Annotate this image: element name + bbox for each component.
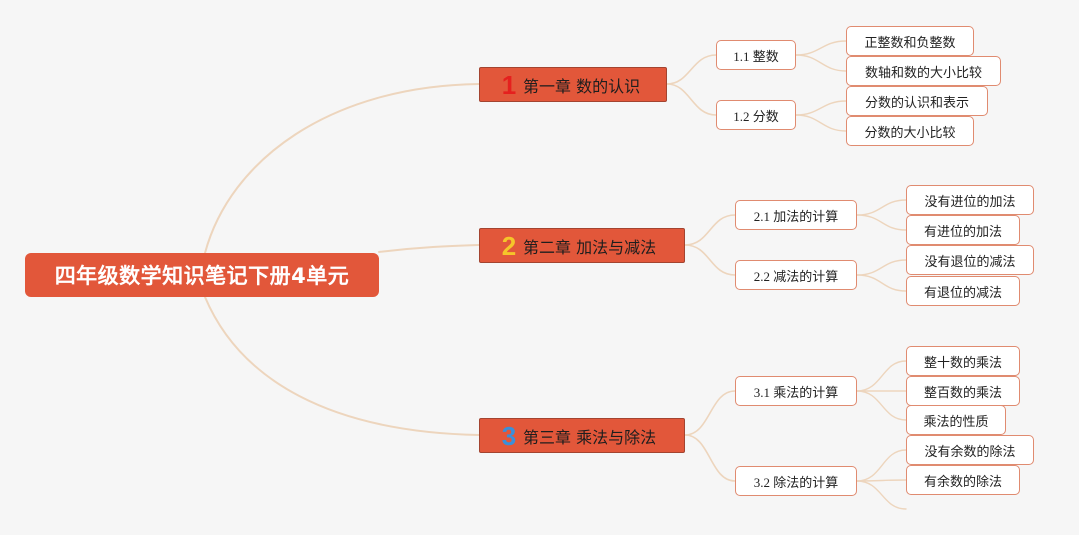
chapter-2-number: 2 [501, 230, 517, 261]
leaf-1-1-1-label: 正整数和负整数 [864, 35, 956, 51]
chapter-1-node[interactable]: 1 第一章 数的认识 [479, 67, 667, 102]
leaf-2-2-1-node[interactable]: 没有退位的减法 [906, 245, 1034, 275]
leaf-1-1-2-label: 数轴和数的大小比较 [864, 65, 982, 81]
chapter-1-to-section-1-2 [666, 83, 717, 116]
root-topic[interactable]: 四年级数学知识笔记下册4单元 [25, 253, 379, 297]
chapter-3-node[interactable]: 3 第三章 乘法与除法 [479, 418, 685, 453]
leaf-2-2-2-label: 有退位的减法 [923, 285, 1002, 301]
leaf-3-1-2-label: 整百数的乘法 [923, 385, 1002, 401]
leaf-1-2-1-label: 分数的认识和表示 [864, 95, 969, 111]
section-2-1-node[interactable]: 2.1 加法的计算 [735, 200, 857, 230]
section-1-1-to-leaf-2 [795, 54, 847, 72]
section-1-1-node[interactable]: 1.1 整数 [716, 40, 796, 70]
chapter-3-number: 3 [501, 420, 517, 451]
root-topic-label: 四年级数学知识笔记下册4单元 [54, 264, 350, 288]
leaf-2-2-1-label: 没有退位的减法 [924, 254, 1016, 270]
section-3-1-node[interactable]: 3.1 乘法的计算 [735, 376, 857, 406]
chapter-2-to-section-2-2 [684, 244, 736, 276]
leaf-1-2-2-node[interactable]: 分数的大小比较 [846, 116, 974, 146]
leaf-1-2-2-label: 分数的大小比较 [864, 125, 956, 141]
root-to-chapter-3 [204, 296, 480, 436]
chapter-1-label: 第一章 数的认识 [523, 76, 641, 96]
section-3-2-to-tail [856, 480, 907, 510]
leaf-2-1-1-node[interactable]: 没有进位的加法 [906, 185, 1034, 215]
chapter-1-to-section-1-1 [666, 54, 717, 85]
section-3-1-label: 3.1 乘法的计算 [753, 384, 839, 400]
chapter-1-number: 1 [501, 69, 517, 100]
section-2-1-to-leaf-1 [856, 199, 907, 216]
leaf-2-1-2-label: 有进位的加法 [923, 224, 1002, 240]
chapter-3-label: 第三章 乘法与除法 [523, 427, 657, 447]
section-1-2-to-leaf-2 [795, 114, 847, 132]
section-2-1-to-leaf-2 [856, 214, 907, 231]
section-1-1-label: 1.1 整数 [733, 48, 779, 64]
section-3-1-to-leaf-1 [856, 360, 907, 392]
section-1-2-to-leaf-1 [795, 100, 847, 116]
section-1-1-to-leaf-1 [795, 40, 847, 56]
leaf-1-1-1-node[interactable]: 正整数和负整数 [846, 26, 974, 56]
section-1-2-label: 1.2 分数 [733, 108, 779, 124]
section-2-1-label: 2.1 加法的计算 [753, 208, 839, 224]
leaf-3-2-1-label: 没有余数的除法 [924, 444, 1016, 460]
leaf-2-1-1-label: 没有进位的加法 [924, 194, 1016, 210]
leaf-3-1-2-node[interactable]: 整百数的乘法 [906, 376, 1020, 406]
section-2-2-node[interactable]: 2.2 减法的计算 [735, 260, 857, 290]
leaf-3-2-2-label: 有余数的除法 [923, 474, 1002, 490]
section-3-2-label: 3.2 除法的计算 [753, 474, 839, 490]
section-1-2-node[interactable]: 1.2 分数 [716, 100, 796, 130]
chapter-2-to-section-2-1 [684, 214, 736, 246]
section-3-2-node[interactable]: 3.2 除法的计算 [735, 466, 857, 496]
chapter-3-to-section-3-1 [684, 390, 736, 436]
leaf-3-1-1-label: 整十数的乘法 [923, 355, 1002, 371]
chapter-2-label: 第二章 加法与减法 [523, 237, 657, 257]
leaf-1-1-2-node[interactable]: 数轴和数的大小比较 [846, 56, 1001, 86]
leaf-1-2-1-node[interactable]: 分数的认识和表示 [846, 86, 988, 116]
chapter-3-to-section-3-2 [684, 434, 736, 482]
leaf-2-1-2-node[interactable]: 有进位的加法 [906, 215, 1020, 245]
root-to-chapter-2 [378, 244, 480, 253]
leaf-3-2-2-node[interactable]: 有余数的除法 [906, 465, 1020, 495]
section-2-2-label: 2.2 减法的计算 [753, 268, 839, 284]
section-2-2-to-leaf-2 [856, 274, 907, 292]
section-3-1-to-leaf-3 [856, 390, 907, 421]
section-2-2-to-leaf-1 [856, 259, 907, 276]
leaf-3-1-1-node[interactable]: 整十数的乘法 [906, 346, 1020, 376]
leaf-3-1-3-node[interactable]: 乘法的性质 [906, 405, 1006, 435]
chapter-2-node[interactable]: 2 第二章 加法与减法 [479, 228, 685, 263]
leaf-3-2-1-node[interactable]: 没有余数的除法 [906, 435, 1034, 465]
root-to-chapter-1 [204, 83, 480, 254]
section-3-2-to-leaf-1 [856, 449, 907, 482]
leaf-3-1-3-label: 乘法的性质 [923, 414, 989, 430]
leaf-2-2-2-node[interactable]: 有退位的减法 [906, 276, 1020, 306]
